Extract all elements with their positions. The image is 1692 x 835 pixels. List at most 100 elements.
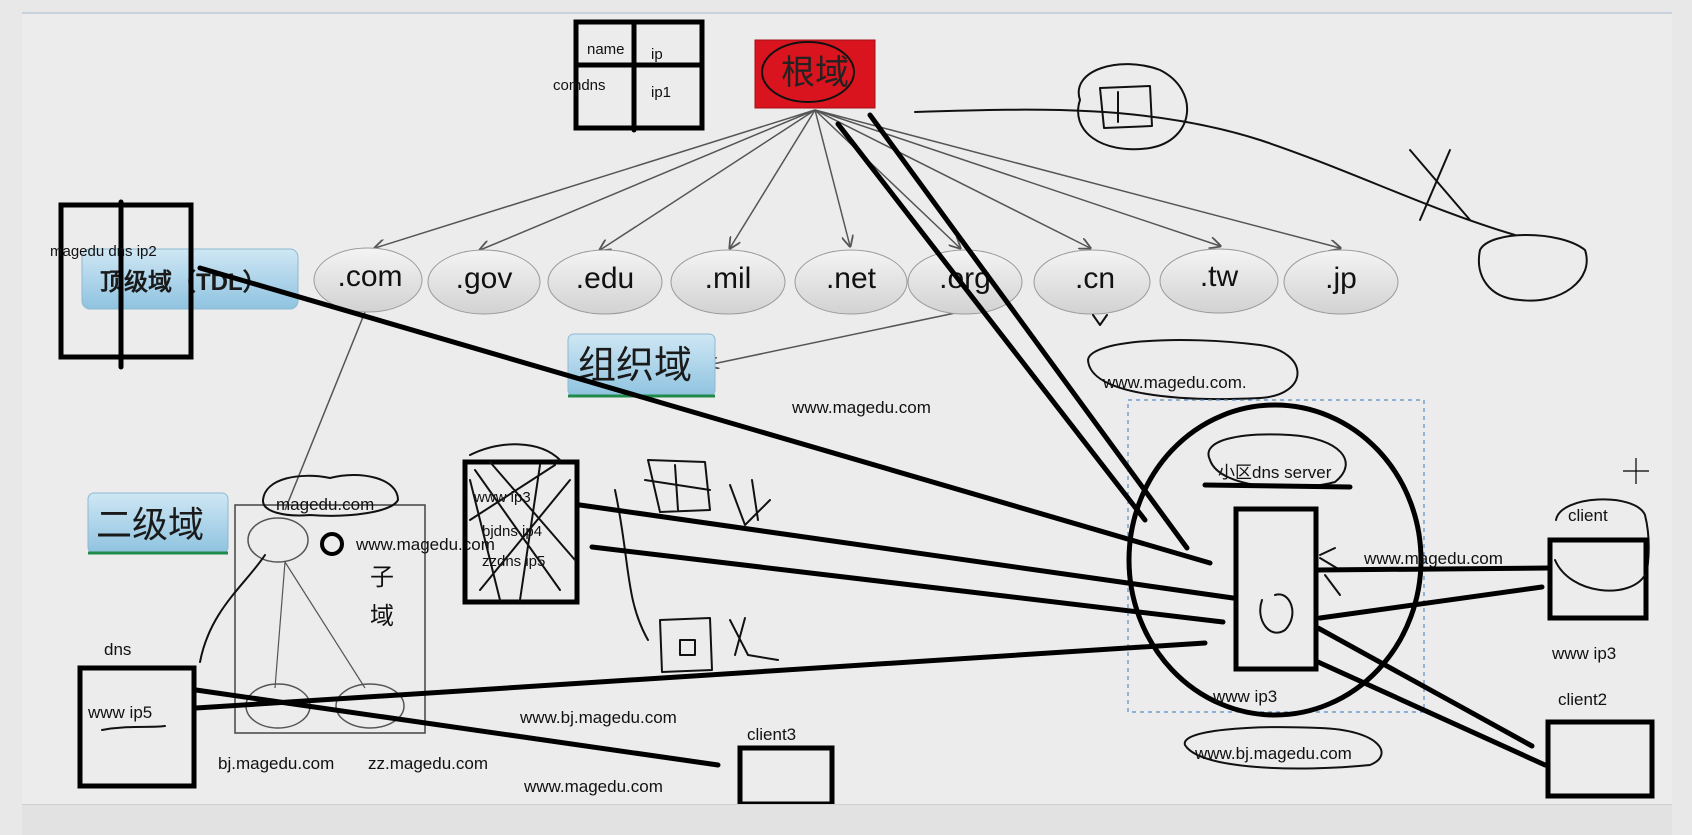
www-bj-label: www.bj.magedu.com <box>519 708 677 727</box>
tld-com <box>313 247 423 313</box>
arrow-cn <box>814 109 1090 248</box>
line-server-to-client2b <box>1315 659 1548 768</box>
crosshair-icon <box>1623 458 1649 484</box>
line-zone-to-server-1 <box>577 502 1236 601</box>
zone-scribble <box>469 443 576 601</box>
client1-label: client <box>1568 506 1608 525</box>
org-banner: 组织域 <box>567 333 716 398</box>
tld-tw-label: .tw <box>1200 260 1239 293</box>
arrow-org <box>814 109 960 248</box>
line-server-to-client2 <box>1315 625 1535 749</box>
subdomain-char-2: 域 <box>370 603 394 630</box>
name-table-row-ip: ip1 <box>651 84 671 101</box>
arrow-net <box>814 109 850 246</box>
magedu-title: magedu.com <box>276 495 374 514</box>
local-dns-bottom-label: www ip3 <box>1212 687 1277 706</box>
hand-glyph-1 <box>644 459 711 513</box>
local-dns-server: www.magedu.com. 小区dns server www ip3 www… <box>1087 339 1425 770</box>
org-banner-label: 组织域 <box>578 345 692 387</box>
line-server-to-client1 <box>1315 565 1551 573</box>
tld-net-label: .net <box>826 262 877 295</box>
zone-table: www ip3 bjdns ip4 zzdns ip5 <box>462 443 580 605</box>
scribble-circle-2 <box>1478 234 1588 302</box>
client-query-label: www.magedu.com <box>1363 549 1503 568</box>
magedu-subdomain-box: magedu.com www.magedu.com 子 域 bj.magedu.… <box>199 474 495 773</box>
tld-edu <box>547 249 663 315</box>
magedu-dns-label: magedu dns ip2 <box>50 243 157 260</box>
tld-gov <box>427 249 541 315</box>
client2-box <box>1545 719 1655 799</box>
dns-box-title: dns <box>104 640 131 659</box>
magedu-www-label: www.magedu.com <box>355 535 495 554</box>
zz-node <box>335 683 405 729</box>
line-com-to-magedu <box>284 311 366 511</box>
local-dns-ring <box>1126 402 1424 718</box>
client2-label: client2 <box>1558 690 1607 709</box>
magedu-title-scribble <box>262 474 399 517</box>
hand-glyph-2 <box>729 479 771 526</box>
magedu-dns-frame <box>58 202 194 360</box>
scribble-circle-1 <box>1077 63 1188 151</box>
name-table-header-name: name <box>587 41 625 58</box>
second-banner-label: 二级域 <box>96 504 204 545</box>
arrow-tw <box>814 109 1220 246</box>
local-dns-underline <box>1202 482 1353 490</box>
magedu-dns-box: magedu dns ip2 <box>50 199 194 370</box>
tld-net <box>794 249 908 315</box>
tld-jp-label: .jp <box>1325 262 1357 295</box>
zone-table-frame <box>462 459 580 605</box>
scribble-tick <box>1092 314 1108 326</box>
tld-tw <box>1159 248 1279 314</box>
arrow-org-domain <box>708 311 961 365</box>
subdomain-char-1: 子 <box>370 564 394 591</box>
client3-box <box>737 745 835 807</box>
edge-magedu-zz <box>284 561 366 689</box>
bj-query-label: www.bj.magedu.com <box>1194 744 1352 763</box>
tld-mil <box>670 249 786 315</box>
hand-glyph-4 <box>729 617 779 661</box>
tld-gov-label: .gov <box>456 262 513 295</box>
line-root-to-server-1 <box>867 112 1190 551</box>
root-circle-scribble <box>761 41 855 103</box>
client1-note: www ip3 <box>1551 644 1616 663</box>
root-domain: 根域 <box>754 39 876 109</box>
magedu-node <box>247 517 309 563</box>
arrow-edu <box>600 109 816 250</box>
arrow-com <box>375 109 816 248</box>
dns-box-entry: www ip5 <box>87 703 152 722</box>
hand-curve-left <box>199 554 266 663</box>
center-www-label: www.magedu.com <box>791 398 931 417</box>
name-table-frame <box>573 19 705 131</box>
hand-glyph-3 <box>659 617 713 673</box>
scroll-bar[interactable] <box>22 804 1672 835</box>
line-zone-to-server-2 <box>589 544 1226 625</box>
name-ip-table: name ip comdns ip1 <box>553 19 705 133</box>
root-to-tld-arrows <box>284 109 1340 511</box>
dns-box-underline <box>101 725 166 731</box>
tld-mil-label: .mil <box>705 262 752 295</box>
root-label: 根域 <box>781 54 849 92</box>
zone-line-bjdns: bjdns ip4 <box>482 523 542 540</box>
tld-com-label: .com <box>337 260 402 293</box>
www-node-dot <box>320 532 344 556</box>
arrow-gov <box>480 109 816 250</box>
query-lines <box>193 112 1551 768</box>
line-root-to-server-2 <box>835 121 1148 523</box>
dns-box: dns www ip5 <box>77 640 197 789</box>
tld-jp <box>1283 249 1399 315</box>
zz-label: zz.magedu.com <box>368 754 488 773</box>
local-dns-top-scribble <box>1087 339 1299 400</box>
local-dns-server-box <box>1233 506 1319 672</box>
client1-box <box>1547 537 1649 621</box>
tld-cn-label: .cn <box>1075 262 1115 295</box>
arrow-mil <box>730 109 816 248</box>
client3-label: client3 <box>747 725 796 744</box>
tld-row: .com .gov .edu .mil .net .org .cn .tw .j… <box>313 247 1399 315</box>
tld-cn <box>1033 249 1151 315</box>
scribble-long-line <box>914 108 1516 236</box>
bj-label: bj.magedu.com <box>218 754 334 773</box>
name-table-header-ip: ip <box>651 46 663 63</box>
edge-magedu-bj <box>274 561 286 689</box>
